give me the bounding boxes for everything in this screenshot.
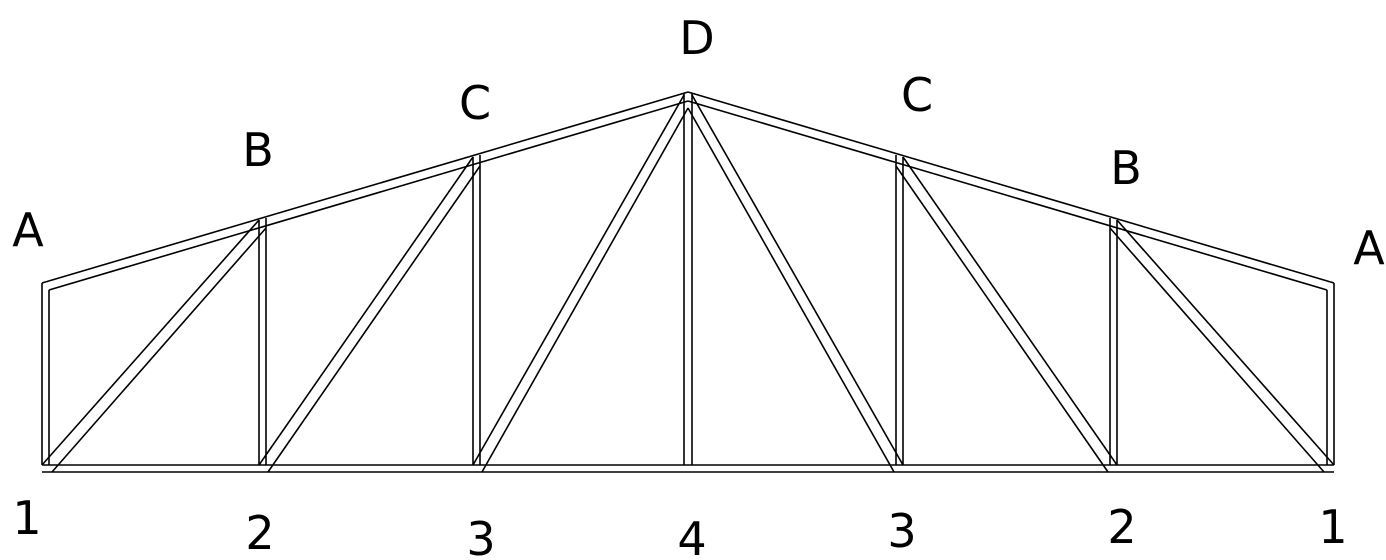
diagonal-B1-right-a [1116, 219, 1335, 466]
diagonal-1B-left-b [51, 227, 267, 473]
label-top-C-left: C [459, 76, 491, 130]
diagonal-C2-right-a [902, 156, 1118, 466]
label-bottom-1-right: 1 [1318, 500, 1347, 554]
label-bottom-2-right: 2 [1107, 500, 1136, 554]
diagonal-3D-left-a [472, 94, 685, 466]
diagonal-B1-right-b [1109, 227, 1325, 473]
top-chord-left-outer [41, 91, 689, 284]
diagonal-1B-left-a [41, 219, 260, 466]
diagonal-C2-right-b [895, 165, 1109, 473]
diagonal-2C-left-a [258, 156, 474, 466]
label-top-C-right: C [901, 68, 933, 122]
label-bottom-4: 4 [677, 512, 706, 560]
label-top-A-right: A [1353, 221, 1385, 275]
label-bottom-3-right: 3 [887, 504, 916, 558]
label-top-B-left: B [242, 123, 274, 177]
label-top-A-left: A [12, 203, 44, 257]
label-bottom-1-left: 1 [12, 491, 41, 545]
diagonal-2C-left-b [267, 165, 481, 473]
top-chord-right-inner [687, 100, 1328, 291]
label-bottom-2-left: 2 [245, 506, 274, 560]
bottom-chord-labels: 1 2 3 4 3 2 1 [12, 491, 1347, 560]
label-top-B-right: B [1110, 141, 1142, 195]
top-chord-labels: A B C D C B A [12, 11, 1385, 275]
diagonal-3D-left-b [481, 107, 689, 473]
truss-members [41, 91, 1335, 473]
label-top-D: D [679, 11, 714, 65]
label-bottom-3-left: 3 [466, 512, 495, 560]
diagonal-D3-right-a [691, 94, 904, 466]
diagonal-D3-right-b [687, 107, 895, 473]
top-chord-right-outer [687, 91, 1335, 284]
top-chord-left-inner [48, 100, 689, 291]
